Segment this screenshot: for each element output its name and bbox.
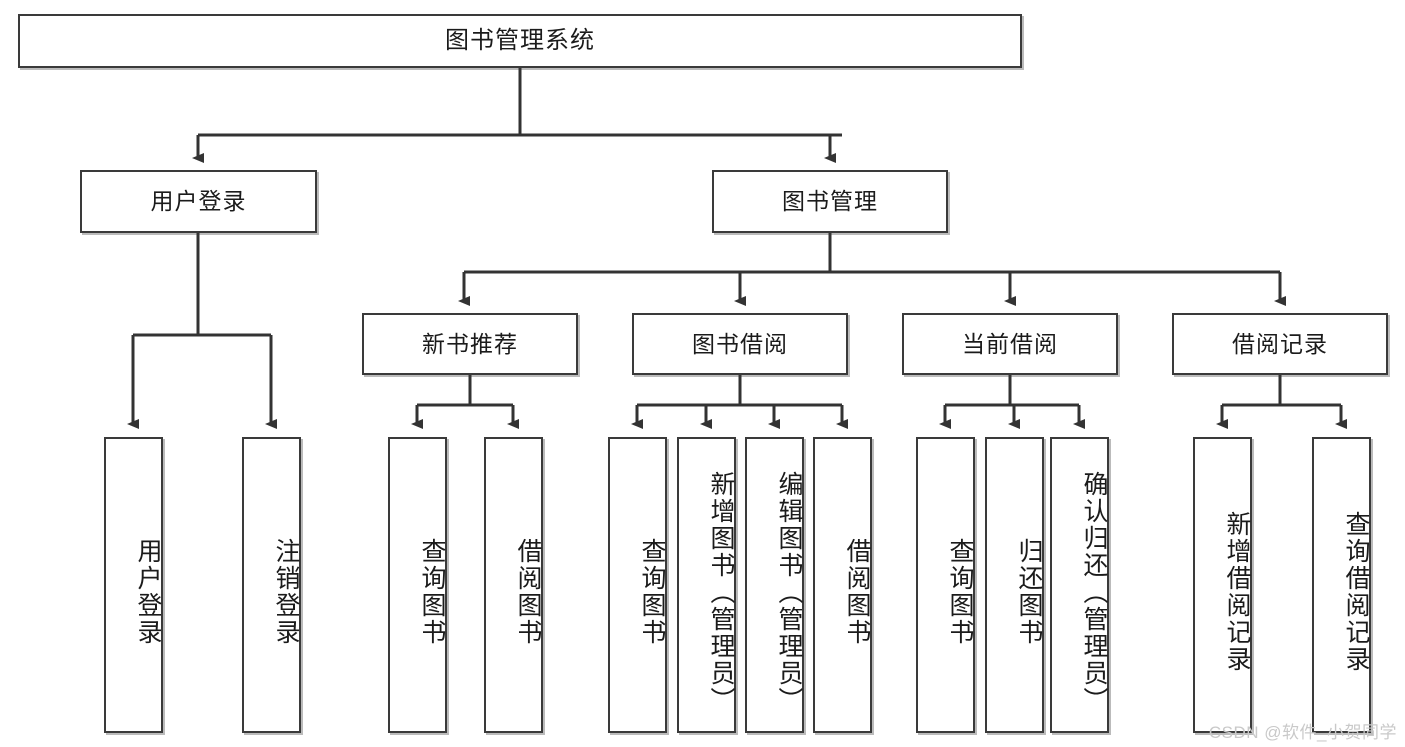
leaf-current-borrow-confirm-return-admin[interactable]: 确认归还（管理员）: [1050, 437, 1109, 733]
node-label: 查询借阅记录: [1342, 511, 1370, 673]
node-label: 查询图书: [638, 538, 666, 646]
node-label: 归还图书: [1015, 538, 1043, 646]
leaf-book-borrow-add-book-admin[interactable]: 新增图书（管理员）: [677, 437, 736, 733]
node-label: 借阅记录: [1232, 330, 1328, 357]
leaf-borrow-record-add-record[interactable]: 新增借阅记录: [1193, 437, 1252, 733]
node-label: 借阅图书: [514, 538, 542, 646]
node-label: 图书借阅: [692, 330, 788, 357]
node-label: 新书推荐: [422, 330, 518, 357]
node-label: 确认归还（管理员）: [1080, 470, 1108, 714]
node-book-borrow[interactable]: 图书借阅: [632, 313, 848, 375]
leaf-current-borrow-query-book[interactable]: 查询图书: [916, 437, 975, 733]
leaf-new-book-query-book[interactable]: 查询图书: [388, 437, 447, 733]
node-label: 借阅图书: [843, 538, 871, 646]
leaf-book-borrow-borrow-book[interactable]: 借阅图书: [813, 437, 872, 733]
leaf-new-book-borrow-book[interactable]: 借阅图书: [484, 437, 543, 733]
node-label: 当前借阅: [962, 330, 1058, 357]
node-label: 新增图书（管理员）: [707, 470, 735, 714]
node-label: 查询图书: [946, 538, 974, 646]
node-book-management[interactable]: 图书管理: [712, 170, 948, 233]
node-borrow-record[interactable]: 借阅记录: [1172, 313, 1388, 375]
node-current-borrow[interactable]: 当前借阅: [902, 313, 1118, 375]
leaf-borrow-record-query-record[interactable]: 查询借阅记录: [1312, 437, 1371, 733]
leaf-book-borrow-edit-book-admin[interactable]: 编辑图书（管理员）: [745, 437, 804, 733]
csdn-watermark: CSDN @软件_小贺同学: [1208, 723, 1397, 742]
node-root-book-management-system[interactable]: 图书管理系统: [18, 14, 1022, 68]
node-new-book-recommend[interactable]: 新书推荐: [362, 313, 578, 375]
node-label: 用户登录: [150, 188, 247, 215]
leaf-current-borrow-return-book[interactable]: 归还图书: [985, 437, 1044, 733]
node-label: 新增借阅记录: [1223, 511, 1251, 673]
node-label: 编辑图书（管理员）: [775, 470, 803, 714]
node-label: 注销登录: [272, 538, 300, 646]
node-label: 查询图书: [418, 538, 446, 646]
node-label: 用户登录: [134, 538, 162, 646]
leaf-book-borrow-query-book[interactable]: 查询图书: [608, 437, 667, 733]
leaf-user-login-logout[interactable]: 注销登录: [242, 437, 301, 733]
node-label: 图书管理系统: [445, 27, 595, 55]
node-user-login[interactable]: 用户登录: [80, 170, 317, 233]
node-label: 图书管理: [782, 188, 878, 215]
leaf-user-login-login[interactable]: 用户登录: [104, 437, 163, 733]
